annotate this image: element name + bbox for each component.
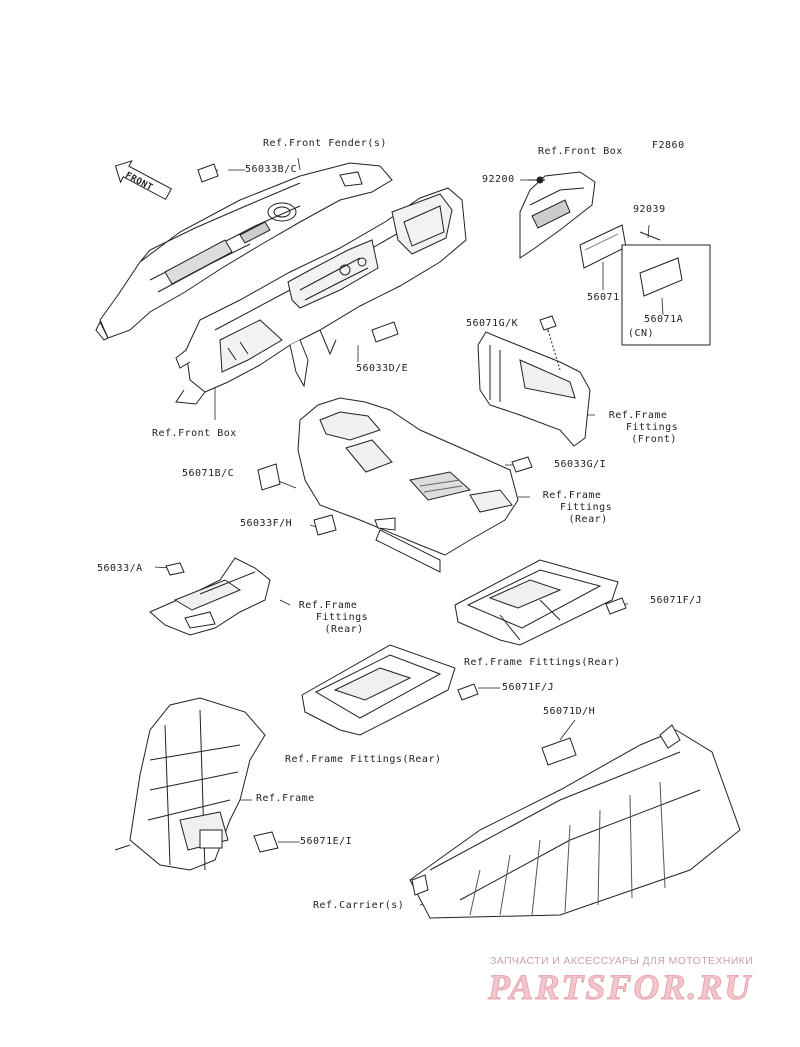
- label-56033bc: 56033B/C: [245, 164, 298, 175]
- decal-56071fj-1: [605, 597, 627, 615]
- label-56033de: 56033D/E: [356, 363, 409, 374]
- bolt-92039: [639, 231, 661, 241]
- frame-fittings-front: [477, 315, 591, 447]
- label-ref-frame-fittings-rear-d: Ref.Frame Fittings(Rear): [285, 754, 442, 765]
- label-56033a: 56033/A: [97, 563, 143, 574]
- ref-frame-fittings-front-line3: (Front): [631, 434, 677, 445]
- label-92200: 92200: [482, 174, 515, 185]
- decal-56071bc: [257, 463, 281, 491]
- label-92039: 92039: [633, 204, 666, 215]
- ref-frame-fittings-rear-b-line1: Ref.Frame: [298, 600, 358, 611]
- dashboard-body: [175, 187, 467, 405]
- ref-frame-fittings-front-line2: Fittings: [626, 422, 679, 433]
- cn-box: [621, 244, 711, 346]
- label-56071bc: 56071B/C: [182, 468, 235, 479]
- label-56071: 56071: [587, 292, 620, 303]
- label-56033fh: 56033F/H: [240, 518, 293, 529]
- ref-frame-fittings-rear-a-line1: Ref.Frame: [542, 490, 602, 501]
- front-box: [519, 171, 596, 259]
- label-ref-front-box-left: Ref.Front Box: [152, 428, 237, 439]
- decal-56033fh: [313, 514, 337, 536]
- label-56033gi: 56033G/I: [554, 459, 607, 470]
- front-arrow-icon: [114, 160, 172, 201]
- label-cn: (CN): [628, 328, 655, 339]
- floor-plate: [149, 557, 271, 636]
- ref-frame-fittings-rear-b-line3: (Rear): [324, 624, 364, 635]
- label-ref-frame: Ref.Frame: [256, 793, 315, 804]
- center-console: [297, 397, 519, 573]
- ref-frame-fittings-rear-a-line3: (Rear): [568, 514, 608, 525]
- label-56071fj-2: 56071F/J: [502, 682, 555, 693]
- label-ref-carrier: Ref.Carrier(s): [313, 900, 405, 911]
- ref-frame-fittings-rear-a-line2: Fittings: [560, 502, 613, 513]
- frame: [114, 697, 266, 871]
- label-56071a: 56071A: [644, 314, 684, 325]
- label-ref-frame-fittings-rear-a: Ref.Frame Fittings (Rear): [532, 490, 612, 526]
- label-56071gk: 56071G/K: [466, 318, 519, 329]
- decal-56071ei: [253, 831, 279, 853]
- decal-56033gi: [511, 456, 533, 473]
- cargo-bed: [409, 724, 741, 919]
- decal-56033a: [165, 562, 185, 576]
- tray-lower: [301, 644, 456, 736]
- label-ref-front-box-top: Ref.Front Box: [538, 146, 623, 157]
- figure-code: F2860: [652, 140, 685, 151]
- front-fender-panel: [95, 162, 393, 341]
- label-56071dh: 56071D/H: [543, 706, 596, 717]
- label-ref-frame-fittings-front: Ref.Frame Fittings (Front): [598, 410, 678, 446]
- watermark-tagline: ЗАПЧАСТИ И АКСЕССУАРЫ ДЛЯ МОТОТЕХНИКИ: [490, 955, 754, 967]
- watermark-logo: PARTSFOR.RU: [487, 967, 753, 1008]
- decal-56033de: [371, 321, 399, 343]
- decal-56071fj-2: [457, 683, 479, 701]
- decal-56033bc: [197, 163, 219, 183]
- ref-frame-fittings-front-line1: Ref.Frame: [608, 410, 668, 421]
- label-ref-front-fender: Ref.Front Fender(s): [263, 138, 387, 149]
- decal-56071dh: [541, 737, 577, 766]
- label-ref-frame-fittings-rear-c: Ref.Frame Fittings(Rear): [464, 657, 621, 668]
- label-56071fj-1: 56071F/J: [650, 595, 703, 606]
- decal-56071: [579, 224, 627, 269]
- ref-frame-fittings-rear-b-line2: Fittings: [316, 612, 369, 623]
- tray-upper: [454, 559, 619, 646]
- label-ref-frame-fittings-rear-b: Ref.Frame Fittings (Rear): [288, 600, 368, 636]
- label-56071ei: 56071E/I: [300, 836, 353, 847]
